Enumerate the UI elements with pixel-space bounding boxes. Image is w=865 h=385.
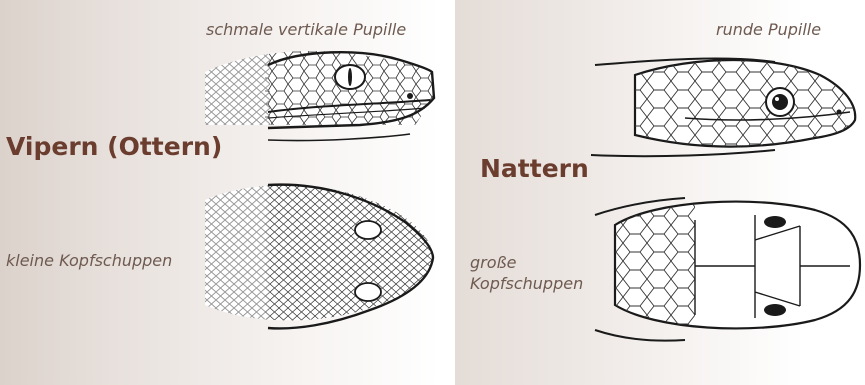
colubrid-round-pupil: [772, 94, 788, 110]
viper-scales-caption: kleine Kopfschuppen: [6, 251, 172, 270]
colubrid-scales-caption-line2: Kopfschuppen: [470, 274, 583, 293]
colubrid-illustrations: [455, 0, 865, 385]
viper-illustrations: [0, 0, 440, 385]
colubrid-top-head: [595, 195, 860, 341]
viper-panel: schmale vertikale Pupille Vipern (Ottern…: [0, 0, 440, 385]
colubrid-scales-caption-line1: große: [470, 253, 516, 272]
viper-top-head: [195, 175, 440, 330]
colubrid-pupil-caption: runde Pupille: [716, 20, 821, 39]
colubrid-nostril: [837, 110, 842, 115]
viper-pupil-caption: schmale vertikale Pupille: [206, 20, 406, 39]
viper-vertical-pupil: [348, 68, 352, 86]
colubrid-side-head: [591, 50, 865, 156]
colubrid-panel: runde Pupille Nattern große Kopfschuppen: [455, 0, 865, 385]
viper-title: Vipern (Ottern): [6, 132, 222, 161]
viper-nostril: [407, 93, 413, 99]
colubrid-title: Nattern: [480, 154, 589, 183]
viper-side-head: [195, 40, 440, 141]
